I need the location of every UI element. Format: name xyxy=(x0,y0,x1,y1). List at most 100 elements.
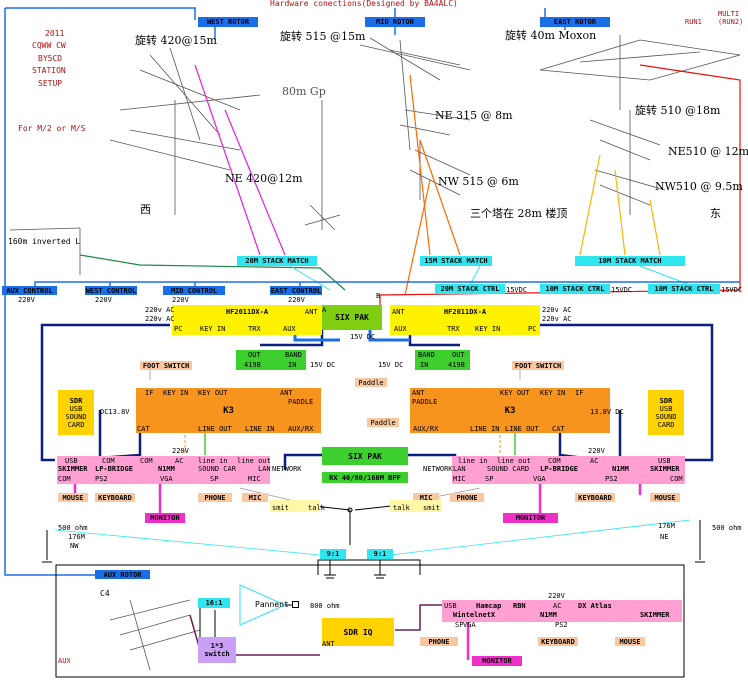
pc-left-lan: LAN xyxy=(258,465,271,473)
band-left-in: IN xyxy=(288,361,297,369)
beverage-ne-ohm: 500 ohm xyxy=(712,524,742,532)
amp-left-ant: ANT xyxy=(305,308,318,316)
pc-left-skimmer: SKIMMER xyxy=(58,465,88,473)
run2-label: (RUN2) xyxy=(718,18,744,26)
k3-left: K3 xyxy=(136,388,321,433)
sdr-right: SDR USB SOUND CARD xyxy=(648,390,684,435)
pc-left-soundcar: SOUND CAR xyxy=(198,465,236,473)
sdr-right-sound: SOUND xyxy=(655,412,677,421)
pc-left-mic: MIC xyxy=(248,475,261,483)
six-pak-rx: SIX PAK xyxy=(322,447,408,465)
keyboard-right: KEYBOARD xyxy=(575,493,615,502)
smit-left-label: smit xyxy=(272,504,289,512)
amplifier-left: HF2011DX-A xyxy=(172,305,322,335)
paddle-right: Paddle xyxy=(367,418,399,427)
towers-note: 三个塔在 28m 楼顶 xyxy=(470,207,568,220)
k3-left-linein: LINE IN xyxy=(245,425,275,433)
pc-right-lineout: line out xyxy=(497,457,531,465)
pc-left-com3: COM xyxy=(58,475,71,483)
talk-left-label: talk xyxy=(308,504,325,512)
k3-right-lineout: LINE OUT xyxy=(505,425,539,433)
sdr-left-sound: SOUND xyxy=(65,412,87,421)
stack-ctrl-10m-volt: 15VDC xyxy=(721,286,743,294)
beverage-nw-dir: NW xyxy=(70,542,79,550)
keyboard-left: KEYBOARD xyxy=(95,493,135,502)
pc-left-lpbridge: LP-BRIDGE xyxy=(95,465,133,473)
amp-right-keyin: KEY IN xyxy=(475,325,501,333)
foot-switch-right: FOOT SWITCH xyxy=(512,361,564,370)
pc-aux-usb: USB xyxy=(444,602,457,610)
west-rotor: WEST ROTOR xyxy=(198,17,258,27)
phone-left: PHONE xyxy=(198,493,232,502)
pc-right-ps2: PS2 xyxy=(605,475,618,483)
east-rotor: EAST ROTOR xyxy=(540,17,610,27)
pc-left-usb: USB xyxy=(65,457,78,465)
k3-left-ant: ANT xyxy=(280,389,293,397)
smit-talk-left xyxy=(270,500,320,512)
phone-right: PHONE xyxy=(450,493,484,502)
c4-label: C4 xyxy=(100,589,110,598)
stack-ctrl-20m: 20M STACK CTRL xyxy=(435,284,505,294)
k3-left-if: IF xyxy=(145,389,154,397)
k3-right-cat: CAT xyxy=(552,425,565,433)
pc-right-lan: LAN xyxy=(453,465,466,473)
switch-ratio: 1*3 xyxy=(210,642,224,650)
multi-label: MULTI xyxy=(718,10,740,18)
antenna-ne510: NE510 @ 12m xyxy=(668,145,748,158)
amplifier-right-name: HF2011DX-A xyxy=(443,308,487,316)
antenna-ne315: NE 315 @ 8m xyxy=(435,109,513,122)
pc-left-linein: line in xyxy=(198,457,228,465)
antenna-switch: 1*3 switch xyxy=(198,637,236,663)
aux-rotor: AUX ROTOR xyxy=(95,570,150,579)
pc-right-volt: 220V xyxy=(588,447,605,455)
amplifier-right: HF2011DX-A xyxy=(390,305,540,335)
paddle-left: Paddle xyxy=(355,378,387,387)
band-right-out: OUT xyxy=(452,351,465,359)
k3-left-paddle: PADDLE xyxy=(288,398,314,406)
band-right-419: 419B xyxy=(448,361,465,369)
pc-right-n1mm: N1MM xyxy=(612,465,629,473)
pc-left xyxy=(57,456,270,484)
pc-right-com: COM xyxy=(548,457,561,465)
band-decoder-left xyxy=(236,350,306,370)
callsign-label: BY5CD xyxy=(38,54,63,63)
mid-control-volt: 220V xyxy=(172,296,189,304)
sdr-left: SDR USB SOUND CARD xyxy=(58,390,94,435)
ohm-label: 800 ohm xyxy=(310,602,340,610)
rx-bpf: RX 40/80/160M BPF xyxy=(322,472,408,483)
band-left-419: 419B xyxy=(244,361,261,369)
six-pak-b: B xyxy=(376,292,381,300)
k3-right-auxrx: AUX/RX xyxy=(413,425,439,433)
east-control: EAST CONTROL xyxy=(270,286,322,295)
west-control-volt: 220V xyxy=(95,296,112,304)
talk-right-label: talk xyxy=(393,504,410,512)
pc-left-sp: SP xyxy=(210,475,219,483)
pc-right-soundcard: SOUND CARD xyxy=(487,465,530,473)
foot-switch-left: FOOT SWITCH xyxy=(140,361,192,370)
amp-left-pc: PC xyxy=(174,325,183,333)
amp-right-trx: TRX xyxy=(447,325,460,333)
amp-right-aux: AUX xyxy=(394,325,407,333)
pc-right-ac: AC xyxy=(590,457,599,465)
aux-label: AUX xyxy=(58,657,71,665)
run1-label: RUN1 xyxy=(685,18,702,26)
amp-right-ant: ANT xyxy=(392,308,405,316)
stack-ctrl-15m: 10M STACK CTRL xyxy=(540,284,610,294)
antenna-515-15m: 旋转 515 @15m xyxy=(280,30,366,43)
amplifier-left-name: HF2011DX-A xyxy=(225,308,269,316)
k3-right-dc: 13.8V DC xyxy=(590,408,624,416)
pc-right-sp: SP xyxy=(485,475,494,483)
beverage-nw-ohm: 500 ohm xyxy=(58,524,88,532)
pc-right-com: COM xyxy=(670,475,683,483)
k3-right-if: IF xyxy=(575,389,584,397)
six-pak-a: A xyxy=(322,306,327,314)
stack-match-15m: 15M STACK MATCH xyxy=(420,256,492,266)
mid-control: MID CONTROL xyxy=(163,286,225,295)
west-control: WEST CONTROL xyxy=(85,286,137,295)
k3-right-linein: LINE IN xyxy=(470,425,500,433)
stack-ctrl-20m-volt: 15VDC xyxy=(506,286,528,294)
mouse-right: MOUSE xyxy=(650,493,680,502)
k3-left-auxrx: AUX/RX xyxy=(288,425,314,433)
ratio-transformer: 16:1 xyxy=(198,598,230,608)
k3-left-dc: DC13.8V xyxy=(100,408,130,416)
